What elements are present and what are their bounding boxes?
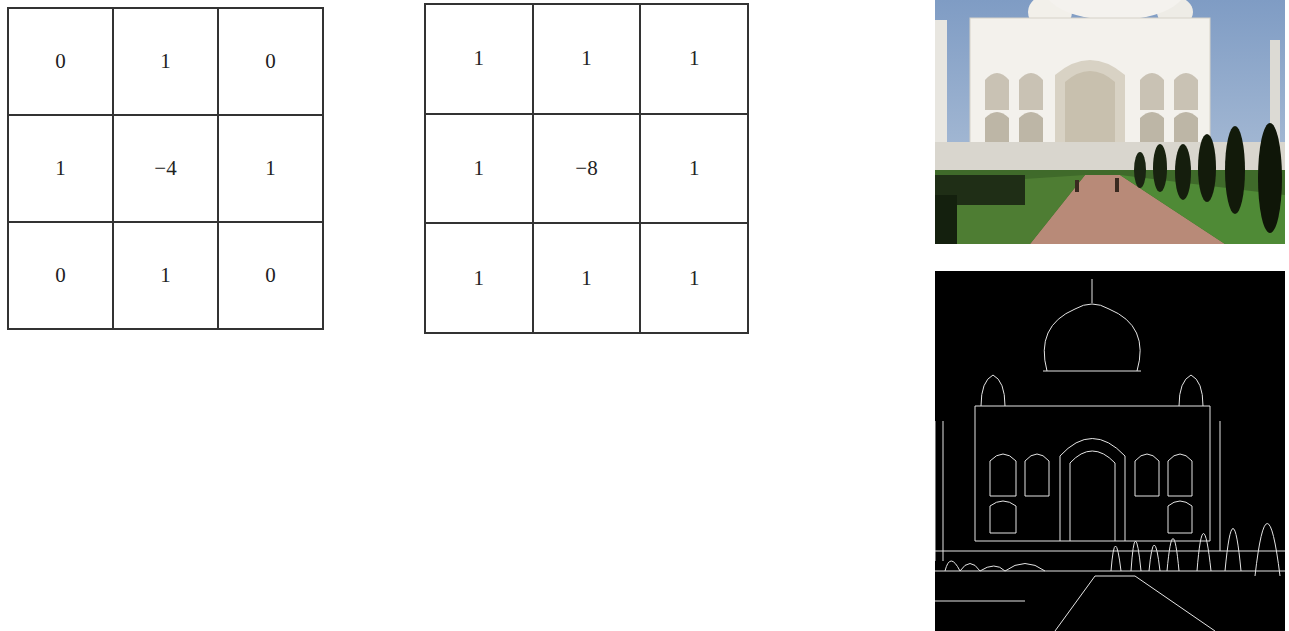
kernel-value: 0: [55, 263, 66, 288]
kernel-cell: 1: [8, 115, 113, 222]
kernel-cell: 1: [218, 115, 323, 222]
kernel-cell: −4: [113, 115, 218, 222]
kernel-value: 1: [474, 46, 485, 71]
kernel-value: 1: [265, 156, 276, 181]
kernel-cell: 1: [640, 4, 748, 114]
kernel-cell: 1: [640, 223, 748, 333]
kernel-value: −4: [154, 156, 176, 181]
laplacian-kernel: 1 1 1 1 −8 1 1 1 1: [424, 3, 749, 334]
kernel-value: 0: [55, 49, 66, 74]
kernel-cell: −8: [533, 114, 641, 224]
kernel-cell: 0: [8, 222, 113, 329]
kernel-value: 1: [160, 263, 171, 288]
kernel-value: 1: [55, 156, 66, 181]
kernel-cell: 1: [113, 222, 218, 329]
kernel-value: 0: [265, 49, 276, 74]
edge-image: [935, 271, 1285, 631]
kernel-cell: 1: [425, 114, 533, 224]
kernel-value: 1: [581, 266, 592, 291]
kernel-value: 1: [689, 266, 700, 291]
original-photo: [935, 0, 1285, 244]
kernel-value: 1: [581, 46, 592, 71]
kernel-cell: 1: [640, 114, 748, 224]
kernel-value: 1: [474, 266, 485, 291]
kernel-value: 1: [160, 49, 171, 74]
kernel-value: 1: [689, 46, 700, 71]
kernel-cell: 1: [533, 4, 641, 114]
kernel-value: 1: [474, 156, 485, 181]
kernel-cell: 0: [218, 222, 323, 329]
kernel-value: −8: [575, 156, 597, 181]
kernel-cell: 0: [218, 8, 323, 115]
laplacian-kernel: 0 1 0 1 −4 1 0 1 0: [7, 7, 324, 330]
kernel-cell: 0: [8, 8, 113, 115]
kernel-cell: 1: [425, 4, 533, 114]
kernel-cell: 1: [533, 223, 641, 333]
kernel-value: 1: [689, 156, 700, 181]
kernel-cell: 1: [113, 8, 218, 115]
kernel-cell: 1: [425, 223, 533, 333]
kernel-value: 0: [265, 263, 276, 288]
